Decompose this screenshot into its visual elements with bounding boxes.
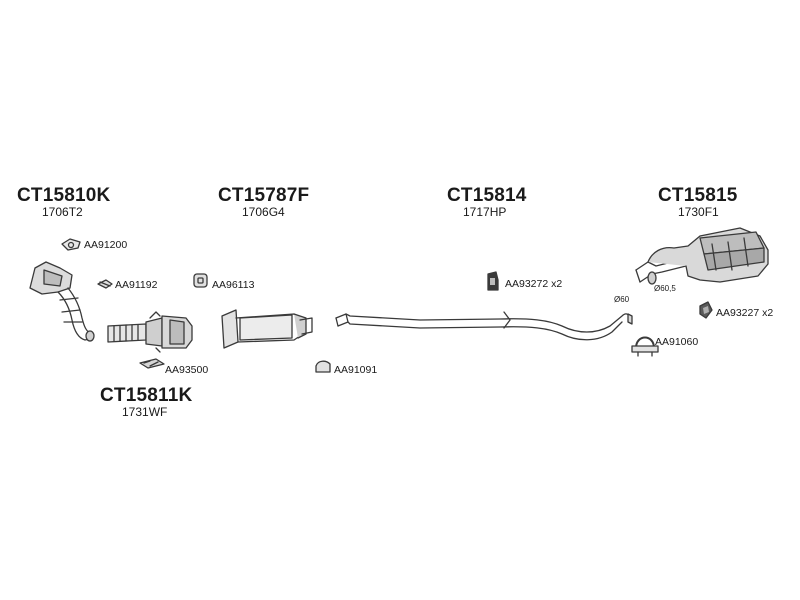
pipe-diameter-label: Ø60 [614, 295, 630, 304]
muffler-diameter-label: Ø60,5 [654, 284, 676, 293]
assembly-ref-1731wf: 1731WF [122, 405, 168, 419]
label-aa93272: AA93272 x2 [505, 278, 563, 290]
assembly-code-ct15811k: CT15811K [100, 385, 193, 406]
assembly-ref-1730f1: 1730F1 [678, 205, 719, 219]
gasket-aa93500-icon [139, 358, 165, 369]
manifold-downpipe-icon [29, 261, 95, 342]
label-aa93227: AA93227 x2 [716, 307, 774, 319]
assembly-code-ct15810k: CT15810K [17, 185, 111, 206]
assembly-code-ct15814: CT15814 [447, 185, 527, 206]
gasket-aa96113-icon [193, 273, 208, 288]
label-aa91200: AA91200 [84, 239, 128, 251]
rubber-mount-aa93227-icon [699, 301, 713, 319]
gasket-aa91200-icon [61, 238, 81, 251]
assembly-ref-1706t2: 1706T2 [42, 205, 83, 219]
clamp-aa91060-icon [631, 336, 659, 357]
clamp-aa91091-icon [315, 360, 331, 373]
particulate-filter-icon [221, 309, 313, 349]
intermediate-pipe-icon [335, 311, 633, 341]
assembly-code-ct15815: CT15815 [658, 185, 738, 206]
label-aa91192: AA91192 [115, 279, 158, 291]
label-aa91091: AA91091 [334, 364, 378, 376]
assembly-ref-1717hp: 1717HP [463, 205, 507, 219]
catalytic-converter-icon [107, 311, 193, 353]
assembly-code-ct15787f: CT15787F [218, 185, 310, 206]
assembly-ref-1706g4: 1706G4 [242, 205, 285, 219]
clamp-aa91192-icon [97, 279, 113, 289]
label-aa91060: AA91060 [655, 336, 699, 348]
label-aa96113: AA96113 [212, 279, 255, 291]
rubber-mount-aa93272-icon [487, 271, 499, 291]
rear-muffler-icon [635, 227, 769, 285]
label-aa93500: AA93500 [165, 364, 209, 376]
